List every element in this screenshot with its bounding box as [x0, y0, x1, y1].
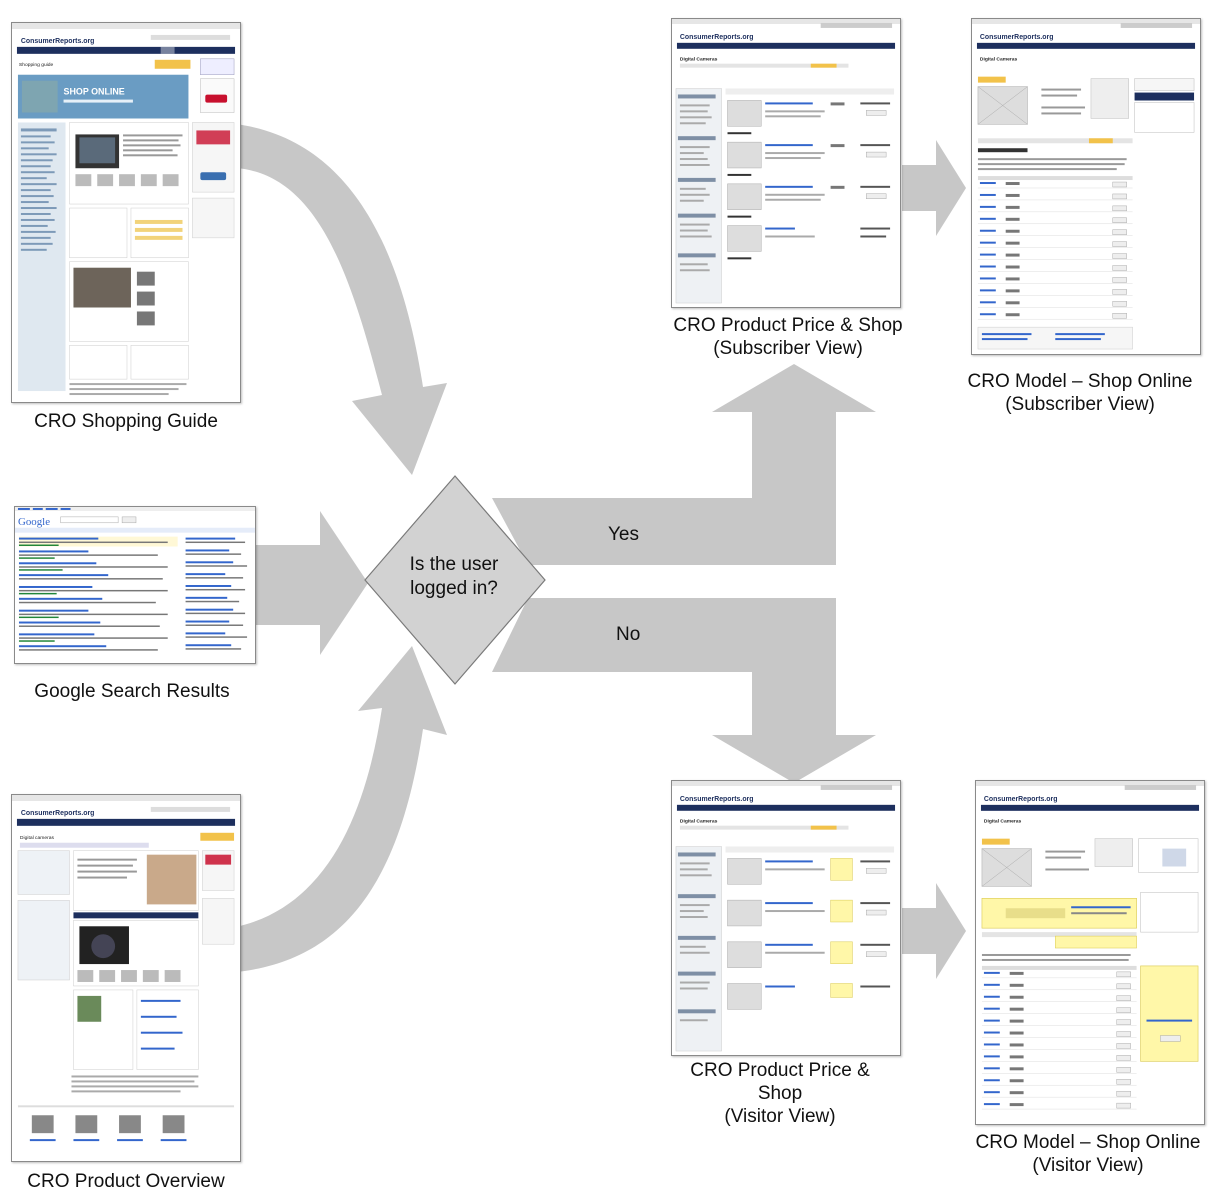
price-shop-visitor-screenshot: ConsumerReports.org Digital Cameras: [671, 780, 901, 1056]
arrow-visitor-to-model: [902, 883, 966, 979]
decision-diamond: [364, 475, 546, 685]
decision-line-2: logged in?: [410, 578, 498, 599]
caption-line-1: CRO Product Price & Shop: [673, 315, 903, 336]
page-heading: Digital cameras: [20, 835, 55, 841]
caption-product-overview: CRO Product Overview: [27, 1171, 225, 1192]
cr-logo: ConsumerReports.org: [680, 796, 754, 803]
shopping-guide-screenshot: ConsumerReports.org Shopping guide SHOP …: [11, 22, 241, 403]
yes-label: Yes: [608, 524, 639, 545]
arrow-subscriber-to-model: [902, 140, 966, 236]
arrow-shopping-guide-to-decision: [236, 124, 447, 475]
arrow-overview-to-decision: [236, 646, 447, 972]
arrow-no-branch: [492, 598, 876, 783]
page-heading: Digital Cameras: [680, 819, 718, 825]
caption-line-1: CRO Model – Shop Online: [967, 371, 1193, 392]
page-heading: Digital Cameras: [984, 819, 1022, 825]
page-heading: Digital Cameras: [680, 57, 718, 63]
decision-line-1: Is the user: [409, 554, 499, 575]
caption-line-1: CRO Model – Shop Online: [975, 1132, 1201, 1153]
caption-price-shop-subscriber: CRO Product Price & Shop (Subscriber Vie…: [650, 314, 926, 360]
caption-line-2: (Visitor View): [1032, 1155, 1144, 1176]
model-shop-visitor-screenshot: ConsumerReports.org Digital Cameras: [975, 780, 1205, 1125]
google-results-screenshot: Google: [14, 506, 256, 664]
caption-model-shop-subscriber: CRO Model – Shop Online (Subscriber View…: [950, 370, 1210, 416]
arrow-google-to-decision: [256, 511, 368, 655]
arrow-yes-branch: [492, 364, 876, 565]
cr-logo: ConsumerReports.org: [980, 34, 1054, 41]
cr-logo: ConsumerReports.org: [984, 796, 1058, 803]
caption-google-results: Google Search Results: [34, 681, 230, 702]
google-logo: Google: [18, 516, 50, 528]
page-heading: Shopping guide: [19, 62, 54, 68]
shop-online-banner: SHOP ONLINE: [64, 87, 125, 97]
caption-line-2: (Subscriber View): [1005, 394, 1155, 415]
caption-line-2: (Subscriber View): [713, 338, 863, 359]
price-shop-subscriber-screenshot: ConsumerReports.org Digital Cameras: [671, 18, 901, 308]
caption-line-1: CRO Product Price &: [690, 1060, 870, 1081]
caption-line-2: Shop: [757, 1083, 803, 1104]
cr-logo: ConsumerReports.org: [21, 810, 95, 817]
cr-logo: ConsumerReports.org: [680, 34, 754, 41]
model-shop-subscriber-screenshot: ConsumerReports.org Digital Cameras: [971, 18, 1201, 355]
page-heading: Digital Cameras: [980, 57, 1018, 63]
caption-model-shop-visitor: CRO Model – Shop Online (Visitor View): [960, 1131, 1216, 1177]
product-overview-screenshot: ConsumerReports.org Digital cameras: [11, 794, 241, 1162]
cr-logo: ConsumerReports.org: [21, 38, 94, 45]
caption-line-3: (Visitor View): [724, 1106, 836, 1127]
no-label: No: [616, 624, 641, 645]
decision-label: Is the user logged in?: [395, 553, 513, 601]
caption-shopping-guide: CRO Shopping Guide: [34, 411, 218, 432]
caption-price-shop-visitor: CRO Product Price & Shop (Visitor View): [650, 1059, 910, 1128]
